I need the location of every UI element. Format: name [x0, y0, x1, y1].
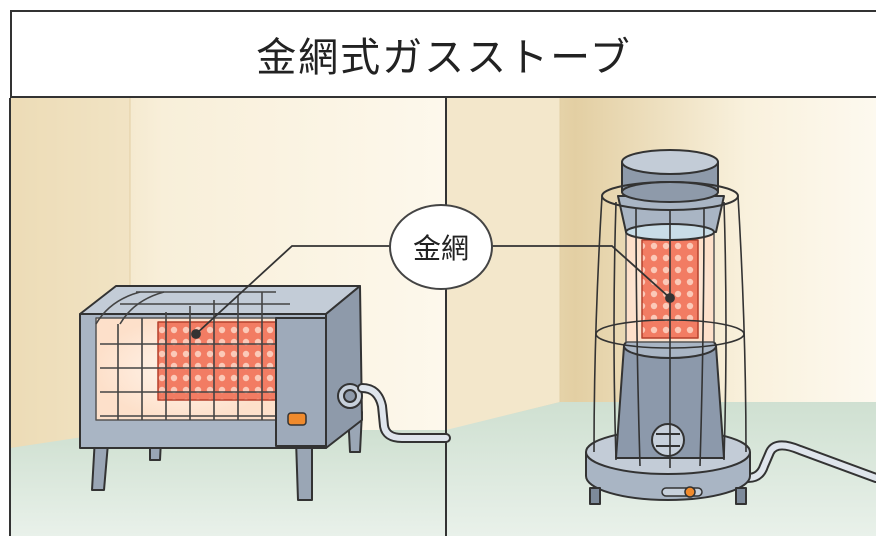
callout-leader-lines	[191, 245, 675, 339]
callout-label: 金網	[412, 232, 469, 265]
page-title: 金網式ガスストーブ	[256, 35, 632, 81]
title-bar: 金網式ガスストーブ	[10, 10, 876, 98]
box-gas-heater-icon	[79, 285, 451, 501]
tower-gas-heater-icon	[585, 149, 876, 505]
mesh-callout: 金網	[389, 204, 493, 290]
